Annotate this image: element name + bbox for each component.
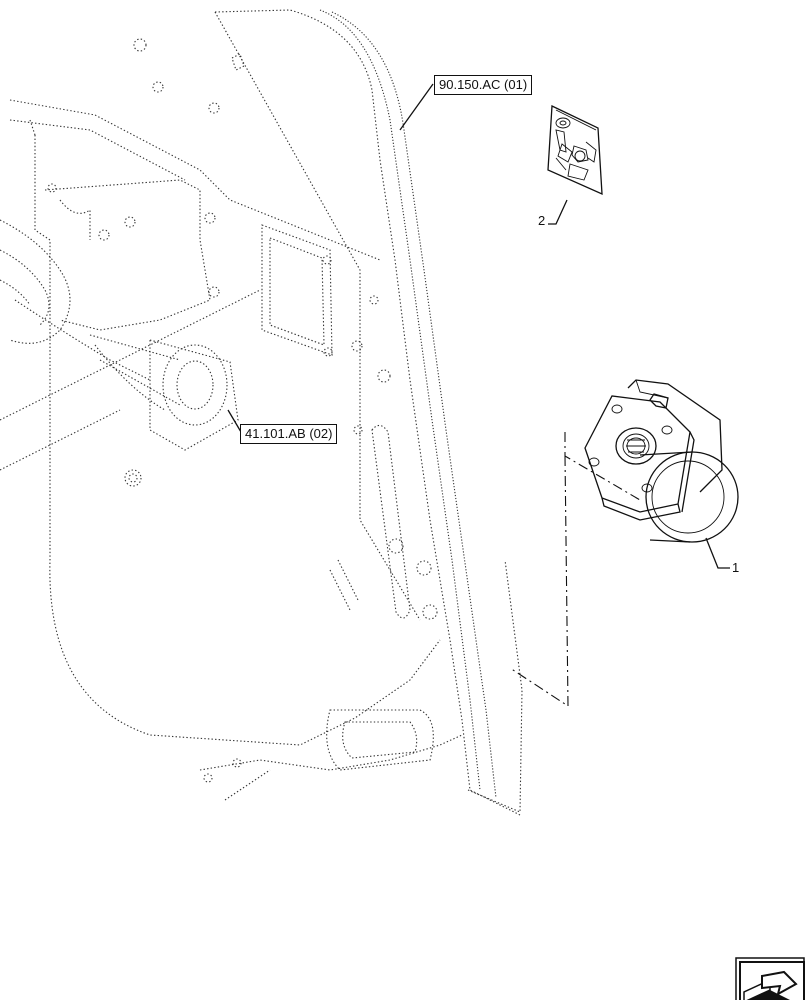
- leader-line-part-1: [705, 537, 730, 569]
- steering-control-unit: [584, 379, 739, 543]
- leader-lines: [227, 83, 730, 569]
- callout-number-1: 1: [732, 560, 740, 575]
- hardware-kit-bag: [547, 104, 603, 196]
- reference-label-90-150-ac[interactable]: 90.150.AC (01): [434, 75, 533, 95]
- leader-line-part-2: [548, 199, 568, 225]
- callout-number-2: 2: [538, 213, 546, 228]
- leader-line-top-ref: [399, 83, 434, 131]
- assembly-centerline: [509, 432, 641, 708]
- reference-label-41-101-ab[interactable]: 41.101.AB (02): [240, 424, 338, 444]
- leader-line-middle-ref: [227, 409, 242, 433]
- next-page-arrow-icon[interactable]: [735, 957, 805, 1000]
- cabin-frame-panel: [0, 9, 523, 816]
